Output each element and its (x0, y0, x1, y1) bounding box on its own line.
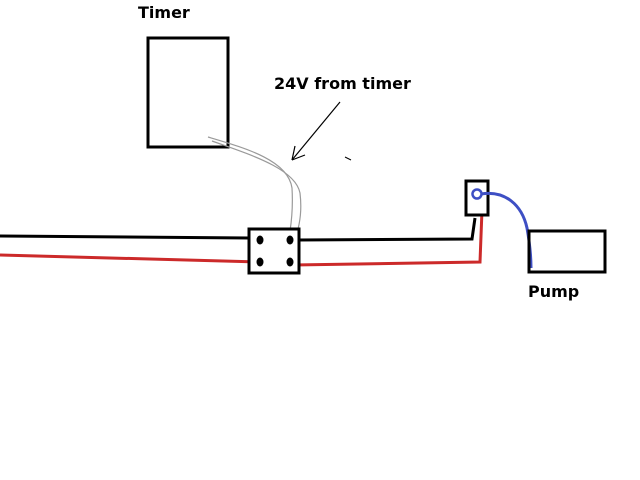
relay-terminal (256, 235, 264, 245)
pump-box (527, 229, 607, 274)
relay-box (247, 227, 301, 275)
line-wire-black (0, 217, 477, 242)
hot-wire-red (0, 209, 484, 267)
pump-label: Pump (528, 282, 580, 301)
timer-box (146, 36, 230, 149)
timer-leads (207, 136, 302, 234)
relay-terminal (286, 257, 294, 267)
relay-terminals (256, 235, 294, 267)
stray-mark (344, 156, 352, 161)
pump-cord-blue (480, 191, 533, 269)
annotation-label: 24V from timer (274, 74, 411, 93)
relay-terminal (256, 257, 264, 267)
relay-terminal (286, 235, 294, 245)
annotation-arrow (291, 101, 341, 161)
timer-label: Timer (138, 3, 190, 22)
outlet-terminal (471, 188, 483, 200)
